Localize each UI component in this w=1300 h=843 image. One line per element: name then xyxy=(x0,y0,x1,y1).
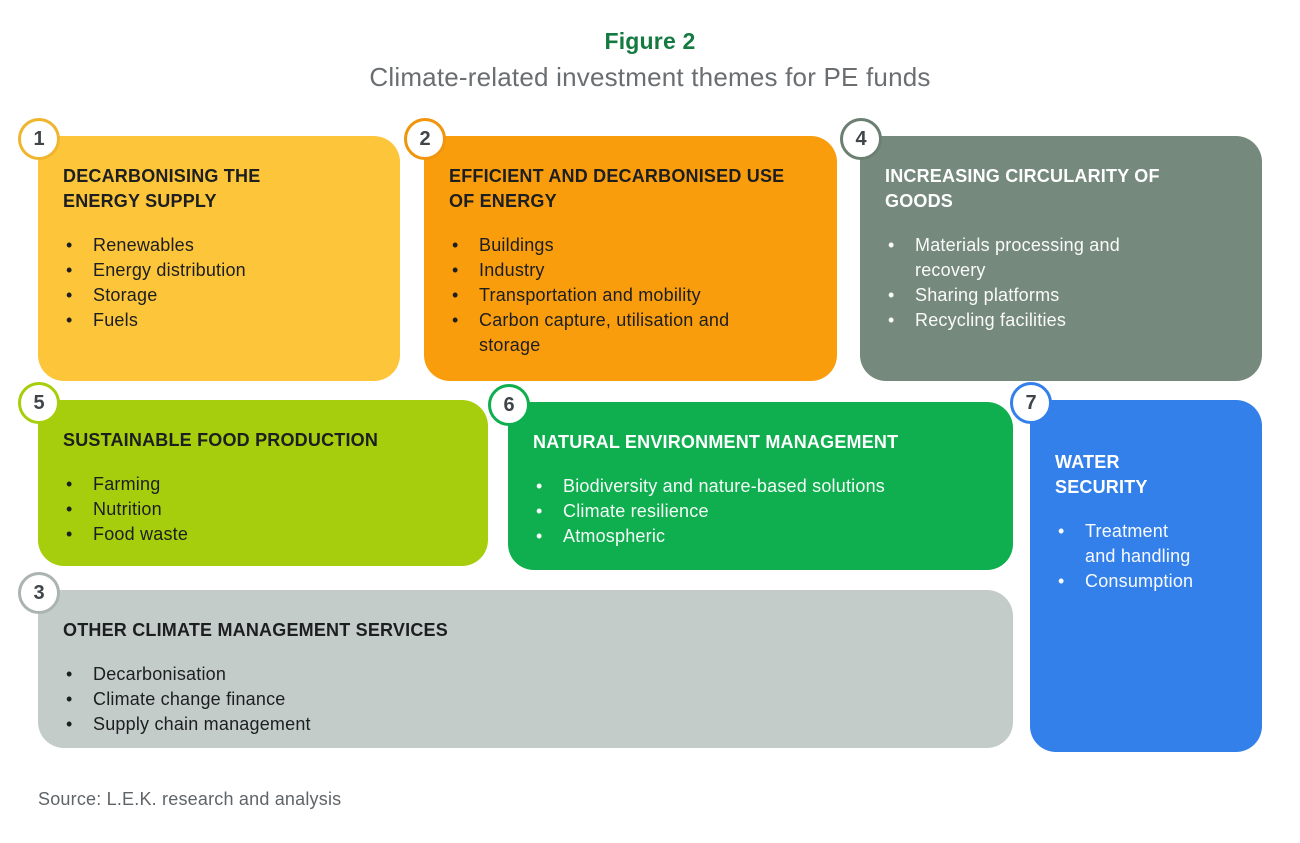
theme-card-title: INCREASING CIRCULARITY OF GOODS xyxy=(885,166,1160,211)
theme-list-item: Fuels xyxy=(63,308,375,333)
theme-number-badge: 2 xyxy=(404,118,446,160)
theme-list-item: Sharing platforms xyxy=(885,283,1185,308)
theme-card-title: DECARBONISING THE ENERGY SUPPLY xyxy=(63,166,261,211)
theme-item-list: Farming Nutrition Food waste xyxy=(63,472,463,547)
theme-card-title: WATER SECURITY xyxy=(1055,452,1148,497)
theme-list-item: Climate change finance xyxy=(63,687,988,712)
theme-card-water-security: 7 WATER SECURITY Treatment and handling … xyxy=(1010,382,1262,752)
theme-list-item: Supply chain management xyxy=(63,712,988,737)
theme-number-badge: 4 xyxy=(840,118,882,160)
theme-number-badge: 6 xyxy=(488,384,530,426)
theme-list-item: Farming xyxy=(63,472,463,497)
theme-list-item: Nutrition xyxy=(63,497,463,522)
theme-item-list: Treatment and handling Consumption xyxy=(1055,519,1237,594)
theme-card-decarbonising-energy-supply: 1 DECARBONISING THE ENERGY SUPPLY Renewa… xyxy=(18,118,400,381)
theme-card-title: OTHER CLIMATE MANAGEMENT SERVICES xyxy=(63,620,448,640)
theme-list-item: Carbon capture, utilisation and storage xyxy=(449,308,779,358)
theme-list-item: Storage xyxy=(63,283,375,308)
theme-card-title: EFFICIENT AND DECARBONISED USE OF ENERGY xyxy=(449,166,785,211)
theme-item-list: Buildings Industry Transportation and mo… xyxy=(449,233,812,358)
theme-number-badge: 7 xyxy=(1010,382,1052,424)
theme-card-efficient-decarbonised-energy-use: 2 EFFICIENT AND DECARBONISED USE OF ENER… xyxy=(404,118,837,381)
theme-item-list: Decarbonisation Climate change finance S… xyxy=(63,662,988,737)
theme-list-item: Energy distribution xyxy=(63,258,375,283)
theme-list-item: Consumption xyxy=(1055,569,1200,594)
theme-list-item: Biodiversity and nature-based solutions xyxy=(533,474,988,499)
figure-label: Figure 2 xyxy=(604,28,696,54)
theme-number-badge: 5 xyxy=(18,382,60,424)
source-note: Source: L.E.K. research and analysis xyxy=(38,789,342,809)
theme-item-list: Materials processing and recovery Sharin… xyxy=(885,233,1237,333)
theme-card-increasing-circularity-of-goods: 4 INCREASING CIRCULARITY OF GOODS Materi… xyxy=(840,118,1262,381)
theme-list-item: Atmospheric xyxy=(533,524,988,549)
theme-list-item: Materials processing and recovery xyxy=(885,233,1185,283)
figure-title: Climate-related investment themes for PE… xyxy=(369,62,931,92)
theme-card-title: SUSTAINABLE FOOD PRODUCTION xyxy=(63,430,379,450)
theme-list-item: Decarbonisation xyxy=(63,662,988,687)
theme-list-item: Industry xyxy=(449,258,779,283)
theme-item-list: Biodiversity and nature-based solutions … xyxy=(533,474,988,549)
theme-list-item: Buildings xyxy=(449,233,779,258)
theme-item-list: Renewables Energy distribution Storage F… xyxy=(63,233,375,333)
theme-card-title: NATURAL ENVIRONMENT MANAGEMENT xyxy=(533,432,899,452)
theme-list-item: Transportation and mobility xyxy=(449,283,779,308)
theme-card-natural-environment-management: 6 NATURAL ENVIRONMENT MANAGEMENT Biodive… xyxy=(488,384,1013,570)
theme-card-sustainable-food-production: 5 SUSTAINABLE FOOD PRODUCTION Farming Nu… xyxy=(18,382,488,566)
theme-card-other-climate-management-services: 3 OTHER CLIMATE MANAGEMENT SERVICES Deca… xyxy=(18,572,1013,748)
theme-number-badge: 1 xyxy=(18,118,60,160)
theme-list-item: Treatment and handling xyxy=(1055,519,1200,569)
theme-number-badge: 3 xyxy=(18,572,60,614)
theme-list-item: Recycling facilities xyxy=(885,308,1185,333)
theme-list-item: Food waste xyxy=(63,522,463,547)
theme-list-item: Climate resilience xyxy=(533,499,988,524)
theme-list-item: Renewables xyxy=(63,233,375,258)
